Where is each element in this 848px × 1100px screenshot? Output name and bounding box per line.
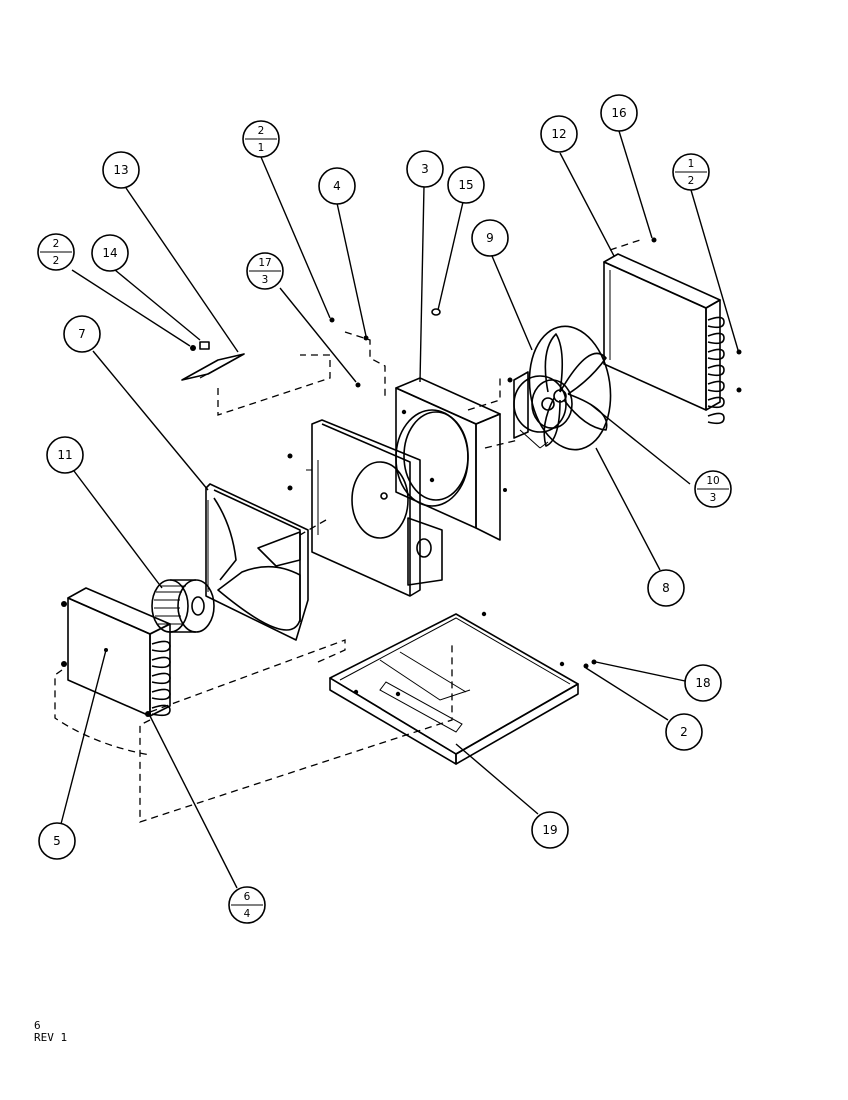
callout-7-label: 7 [78,327,86,341]
fan-motor [507,371,573,449]
callout-15-label: 15 [458,178,473,192]
callout-12: 12 [540,115,578,153]
callout-19: 19 [531,811,569,849]
callout-19-label: 19 [542,823,557,837]
callout-11-label: 11 [57,448,72,462]
callout-6-4: 6 4 [228,886,266,924]
callout-3: 3 [406,150,444,188]
callout-14: 14 [91,234,129,272]
callout-6-4-bottom: 4 [244,908,251,920]
callout-6-4-top: 6 [244,891,251,903]
callout-2-2: 2 2 [37,233,75,271]
mounting-bracket [181,341,245,381]
callout-2-label: 2 [680,725,688,739]
condenser-coil [603,237,742,425]
callout-12-label: 12 [551,127,566,141]
callout-18-label: 18 [695,676,710,690]
blower-housing-panel [205,483,309,641]
callout-2-1-bottom: 1 [258,142,265,154]
callout-16: 16 [600,94,638,132]
callout-1-2: 1 2 [672,153,710,191]
callout-2-1-top: 2 [258,125,265,137]
callout-11: 11 [46,436,84,474]
callout-16-label: 16 [611,106,626,120]
callout-9-label: 9 [486,231,494,245]
base-pan [329,611,597,765]
page-code: 6 [34,1019,41,1032]
callout-4: 4 [318,167,356,205]
callout-17-3-bottom: 3 [262,274,269,286]
callout-2-1: 2 1 [242,120,280,158]
fan-shroud [329,308,507,541]
callout-17-3: 17 3 [246,252,284,290]
leader-lines [60,130,739,889]
callout-10-3: 10 3 [694,470,732,508]
callout-15: 15 [447,166,485,204]
callout-2-single: 2 [665,713,703,751]
callout-1-2-top: 1 [688,158,695,170]
callout-5-label: 5 [53,834,61,848]
revision-label: REV 1 [34,1031,68,1044]
evaporator-coil [61,587,171,717]
callout-1-2-bottom: 2 [688,175,695,187]
callout-17-3-top: 17 [258,257,271,269]
callout-7: 7 [63,315,101,353]
callout-10-3-bottom: 3 [710,492,717,504]
fan-blade [528,325,612,451]
callout-4-label: 4 [333,179,341,193]
center-bulkhead [287,382,443,597]
callout-3-label: 3 [421,162,429,176]
callout-8: 8 [647,569,685,607]
callout-14-label: 14 [102,246,117,260]
callout-13: 13 [102,151,140,189]
assembly-guide-lines [54,239,641,823]
callout-13-label: 13 [113,163,128,177]
callout-18: 18 [684,664,722,702]
callout-2-2-top: 2 [53,238,60,250]
callout-10-3-top: 10 [706,475,719,487]
callout-2-2-bottom: 2 [53,255,60,267]
callout-9: 9 [471,219,509,257]
callout-5: 5 [38,822,76,860]
callout-8-label: 8 [662,581,670,595]
